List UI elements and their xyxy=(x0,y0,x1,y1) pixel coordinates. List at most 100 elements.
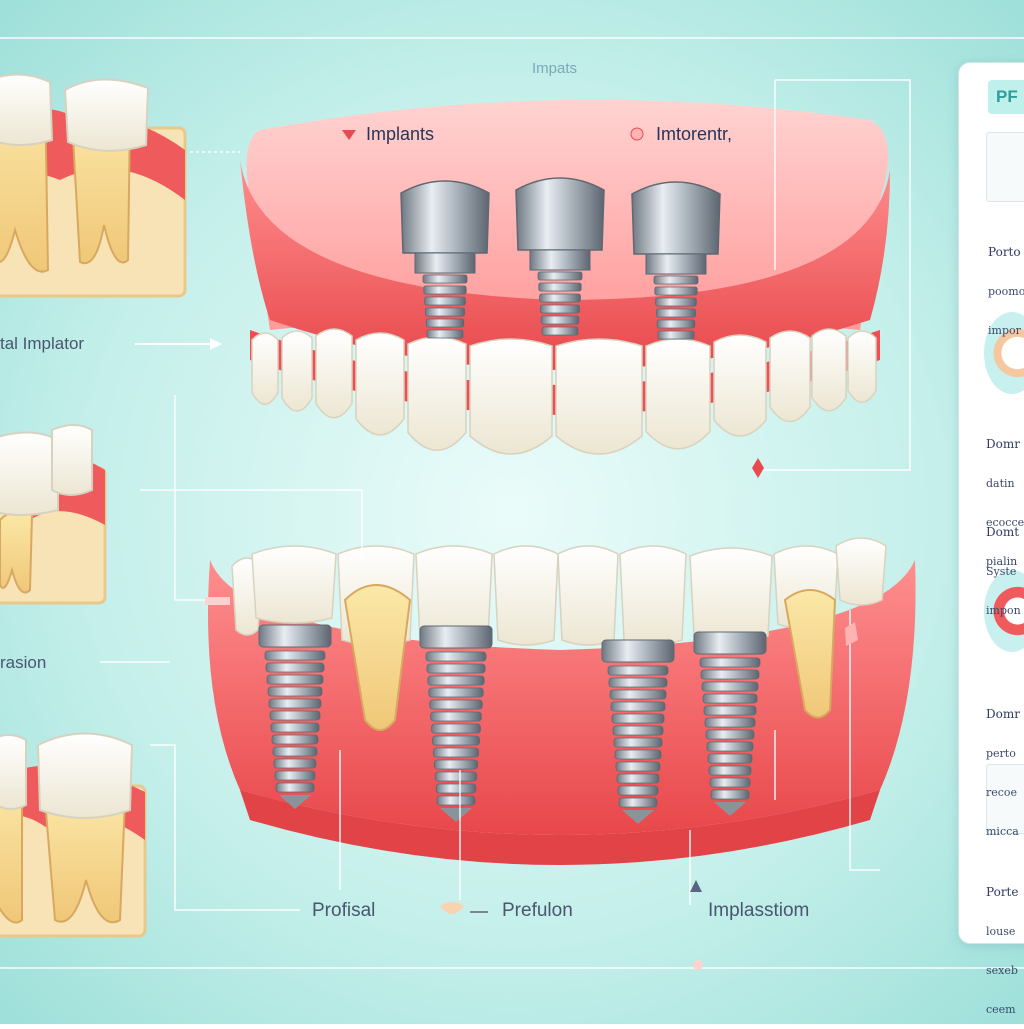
implant-thread xyxy=(538,282,582,292)
implant-thread xyxy=(616,773,660,784)
implant-thread xyxy=(615,761,661,772)
side-panel-thumb-4 xyxy=(986,764,1024,834)
implant-thread xyxy=(708,765,752,776)
implant-thread xyxy=(537,271,583,281)
side-panel-item-2: Domr datin ecocce pialin xyxy=(986,437,1024,569)
implant-collar xyxy=(693,631,767,655)
implant-thread xyxy=(422,274,468,284)
side-panel-item-5: Porte louse sexeb ceem xyxy=(986,885,1019,1017)
implant-thread xyxy=(426,329,464,339)
abutment-collar xyxy=(645,253,707,275)
upper-tooth-10 xyxy=(769,330,811,423)
lower-implant-4 xyxy=(693,631,767,816)
lower-natural-root-2 xyxy=(783,589,837,719)
lower-tooth-6 xyxy=(557,545,619,646)
upper-implants xyxy=(400,177,721,340)
implant-thread xyxy=(656,319,696,329)
implant-thread xyxy=(268,698,322,709)
implant-thread xyxy=(275,782,315,793)
implant-thread xyxy=(265,662,325,673)
implant-thread xyxy=(610,701,666,712)
implant-thread xyxy=(612,725,664,736)
implant-thread xyxy=(425,318,465,328)
implant-thread xyxy=(613,737,663,748)
implant-thread xyxy=(540,315,580,325)
implant-thread xyxy=(274,770,316,781)
upper-implant-1 xyxy=(400,180,490,339)
implant-thread xyxy=(710,789,750,800)
implant-thread xyxy=(264,650,326,661)
implant-thread xyxy=(432,747,480,758)
implant-thread xyxy=(618,797,658,808)
abutment-collar xyxy=(414,252,476,274)
implants-label: Implants xyxy=(366,124,435,144)
implant-thread xyxy=(428,687,484,698)
implant-thread xyxy=(273,758,317,769)
implant-thread xyxy=(431,723,481,734)
lower-jaw-gum-base xyxy=(240,790,880,865)
bottom-right-label: Implasstiom xyxy=(708,900,810,921)
implant-thread xyxy=(267,686,323,697)
side-panel-thumb-2 xyxy=(984,312,1024,394)
side-panel-tab[interactable]: PF xyxy=(988,80,1024,114)
lower-implant-2 xyxy=(419,625,493,822)
left-tile-top xyxy=(0,73,187,298)
implant-thread xyxy=(269,710,321,721)
upper-tooth-6 xyxy=(469,338,553,455)
implant-thread xyxy=(706,741,754,752)
implant-thread xyxy=(539,293,581,303)
side-panel-thumb-3 xyxy=(984,570,1024,652)
left-upper-label: tal Implator xyxy=(0,334,85,353)
markers xyxy=(205,127,858,970)
upper-tooth-9 xyxy=(713,334,767,437)
lower-implants xyxy=(258,624,767,824)
upper-implant-2 xyxy=(515,177,605,336)
abutment-collar xyxy=(529,249,591,271)
left-middle-label: rasion xyxy=(0,653,47,672)
bottom-left-label: Profisal xyxy=(312,900,376,921)
implant-collar xyxy=(258,624,332,648)
upper-implant-3 xyxy=(631,181,721,340)
abutment-cap xyxy=(631,181,721,255)
implant-thread xyxy=(608,677,668,688)
implant-thread xyxy=(607,665,669,676)
implant-thread xyxy=(270,722,320,733)
implant-thread xyxy=(432,735,480,746)
implant-thread xyxy=(703,705,757,716)
upper-tooth-8 xyxy=(645,338,711,450)
implant-thread xyxy=(426,663,486,674)
bottom-middle-label: Prefulon xyxy=(502,900,573,921)
implant-thread xyxy=(701,681,759,692)
upper-tooth-7 xyxy=(555,338,643,455)
implant-thread xyxy=(423,285,467,295)
label-arrows xyxy=(135,338,488,913)
lower-tooth-2 xyxy=(251,545,337,624)
implant-thread xyxy=(709,777,751,788)
implant-thread xyxy=(436,795,476,806)
lower-implant-1 xyxy=(258,624,332,809)
lower-implant-3 xyxy=(601,639,675,824)
upper-tooth-2 xyxy=(281,330,313,412)
implant-thread xyxy=(656,308,697,318)
implant-thread xyxy=(707,753,753,764)
implant-thread xyxy=(700,669,760,680)
implant-thread xyxy=(654,286,698,296)
lower-tooth-5 xyxy=(493,545,559,646)
implant-tip xyxy=(622,810,654,824)
side-panel-thumb-1 xyxy=(986,132,1024,202)
side-panel-item-3: Domt Syste impon xyxy=(986,525,1021,618)
implant-thread xyxy=(611,713,665,724)
upper-tooth-4 xyxy=(355,332,405,436)
implant-tip xyxy=(279,795,311,809)
upper-tooth-11 xyxy=(811,328,847,412)
implant-thread xyxy=(540,304,581,314)
implant-thread xyxy=(702,693,758,704)
abutment-cap xyxy=(515,177,605,251)
implant-thread xyxy=(705,729,755,740)
implant-thread xyxy=(430,711,482,722)
implant-thread xyxy=(272,746,318,757)
implant-thread xyxy=(434,771,478,782)
implant-thread xyxy=(435,783,477,794)
lower-tooth-10 xyxy=(835,537,887,606)
